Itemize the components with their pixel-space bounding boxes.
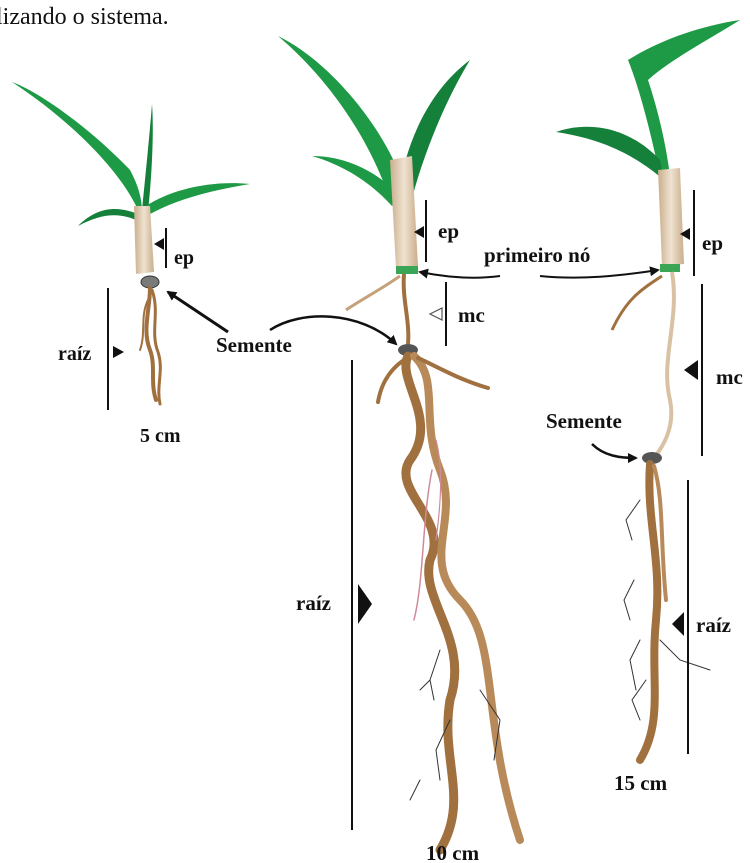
plant-10cm-root-label: raíz [296, 591, 331, 615]
plant-10cm-leaves [278, 36, 470, 206]
plant-15cm-first-node [660, 264, 680, 272]
plant-15cm-root-label: raíz [696, 613, 731, 637]
plant-10cm-adventitious-root [346, 276, 400, 310]
plant-15cm-ep-label: ep [702, 231, 723, 255]
plant-10cm-ep-label: ep [438, 219, 459, 243]
seed-label: Semente [216, 333, 292, 357]
plant-5cm-leaves [12, 82, 250, 226]
plant-15cm-size-label: 15 cm [614, 771, 668, 795]
plant-10cm-roots [378, 356, 520, 850]
plant-15cm-mesocotyl [654, 272, 674, 458]
seed-arrow-to-plant-5cm [168, 292, 228, 332]
plant-15cm-leaves [556, 20, 740, 180]
plant-10cm: ep mc raíz 10 cm [278, 36, 520, 863]
plant-10cm-root-arrow [358, 584, 372, 624]
plant-15cm: ep mc Semente raíz 15 cm [546, 20, 743, 795]
plant-15cm-seed-label: Semente [546, 409, 622, 433]
plant-15cm-mc-label: mc [716, 365, 743, 389]
plant-5cm: ep raíz 5 cm [12, 82, 250, 447]
plant-15cm-stem [658, 168, 684, 266]
plant-15cm-adventitious-root [612, 276, 662, 330]
plant-15cm-root-arrow [672, 612, 684, 636]
plant-15cm-roots [624, 464, 710, 760]
plant-5cm-roots [140, 288, 160, 404]
plant-15cm-seed-arrow [592, 444, 636, 458]
plant-10cm-mc-arrow [430, 308, 442, 320]
plant-10cm-first-node [396, 266, 418, 274]
plant-5cm-root-label: raíz [58, 343, 91, 365]
first-node-arrow-left [420, 272, 500, 278]
first-node-arrow-right [540, 270, 658, 278]
first-node-label: primeiro nó [484, 243, 590, 267]
plant-5cm-ep-label: ep [174, 247, 194, 269]
plant-5cm-ep-arrow [154, 238, 164, 250]
plant-10cm-mesocotyl [404, 274, 409, 344]
plant-10cm-size-label: 10 cm [426, 841, 480, 863]
plant-5cm-stem [134, 206, 154, 274]
caption-text: lizando o sistema. [0, 4, 169, 30]
plant-15cm-mc-arrow [684, 360, 698, 380]
plant-10cm-mc-label: mc [458, 303, 485, 327]
plant-5cm-size-label: 5 cm [140, 425, 181, 447]
plant-5cm-root-arrow [113, 346, 124, 358]
